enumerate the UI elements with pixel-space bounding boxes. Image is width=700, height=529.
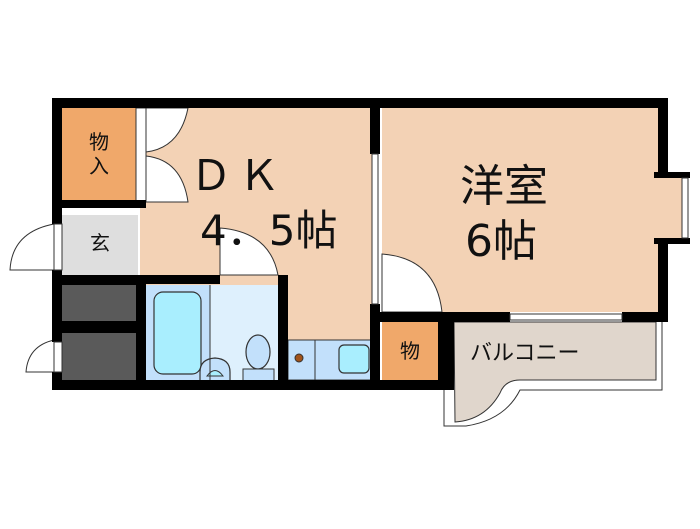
- western-room-size: 6帖: [465, 216, 537, 267]
- sliding-door-partition: [371, 153, 379, 305]
- entrance-floor: [62, 215, 138, 275]
- entrance-door-frame: [53, 223, 63, 271]
- shoebox-upper: [62, 285, 136, 321]
- dk-name: ＤＫ: [190, 151, 287, 200]
- toilet: [245, 334, 271, 370]
- washbasin: [199, 357, 231, 381]
- balcony-label: バルコニー: [470, 341, 580, 366]
- storage-small-floor: [382, 320, 438, 380]
- bay-window: [681, 177, 689, 239]
- stove-burner: [294, 353, 304, 363]
- balcony-window: [509, 313, 623, 321]
- dk-size: 4．5帖: [200, 206, 338, 255]
- balcony-floor: [453, 321, 657, 423]
- sink: [338, 344, 370, 374]
- storage-closet-label: 物 入: [89, 130, 109, 178]
- storage-small-label: 物: [400, 339, 420, 363]
- entrance-label: 玄: [90, 231, 110, 255]
- entrance-door: [9, 223, 55, 271]
- storage-door: [381, 253, 443, 313]
- shoebox-door-frame: [53, 341, 63, 373]
- closet-door-lower: [145, 155, 189, 203]
- closet-door-upper: [145, 107, 189, 153]
- storage-closet-floor: [62, 108, 136, 200]
- bathroom-door: [219, 227, 279, 276]
- shoebox-lower: [62, 333, 136, 381]
- bathtub: [153, 291, 202, 375]
- western-room-name: 洋室: [460, 161, 548, 212]
- shoebox-door: [25, 339, 55, 373]
- walls: [52, 98, 690, 390]
